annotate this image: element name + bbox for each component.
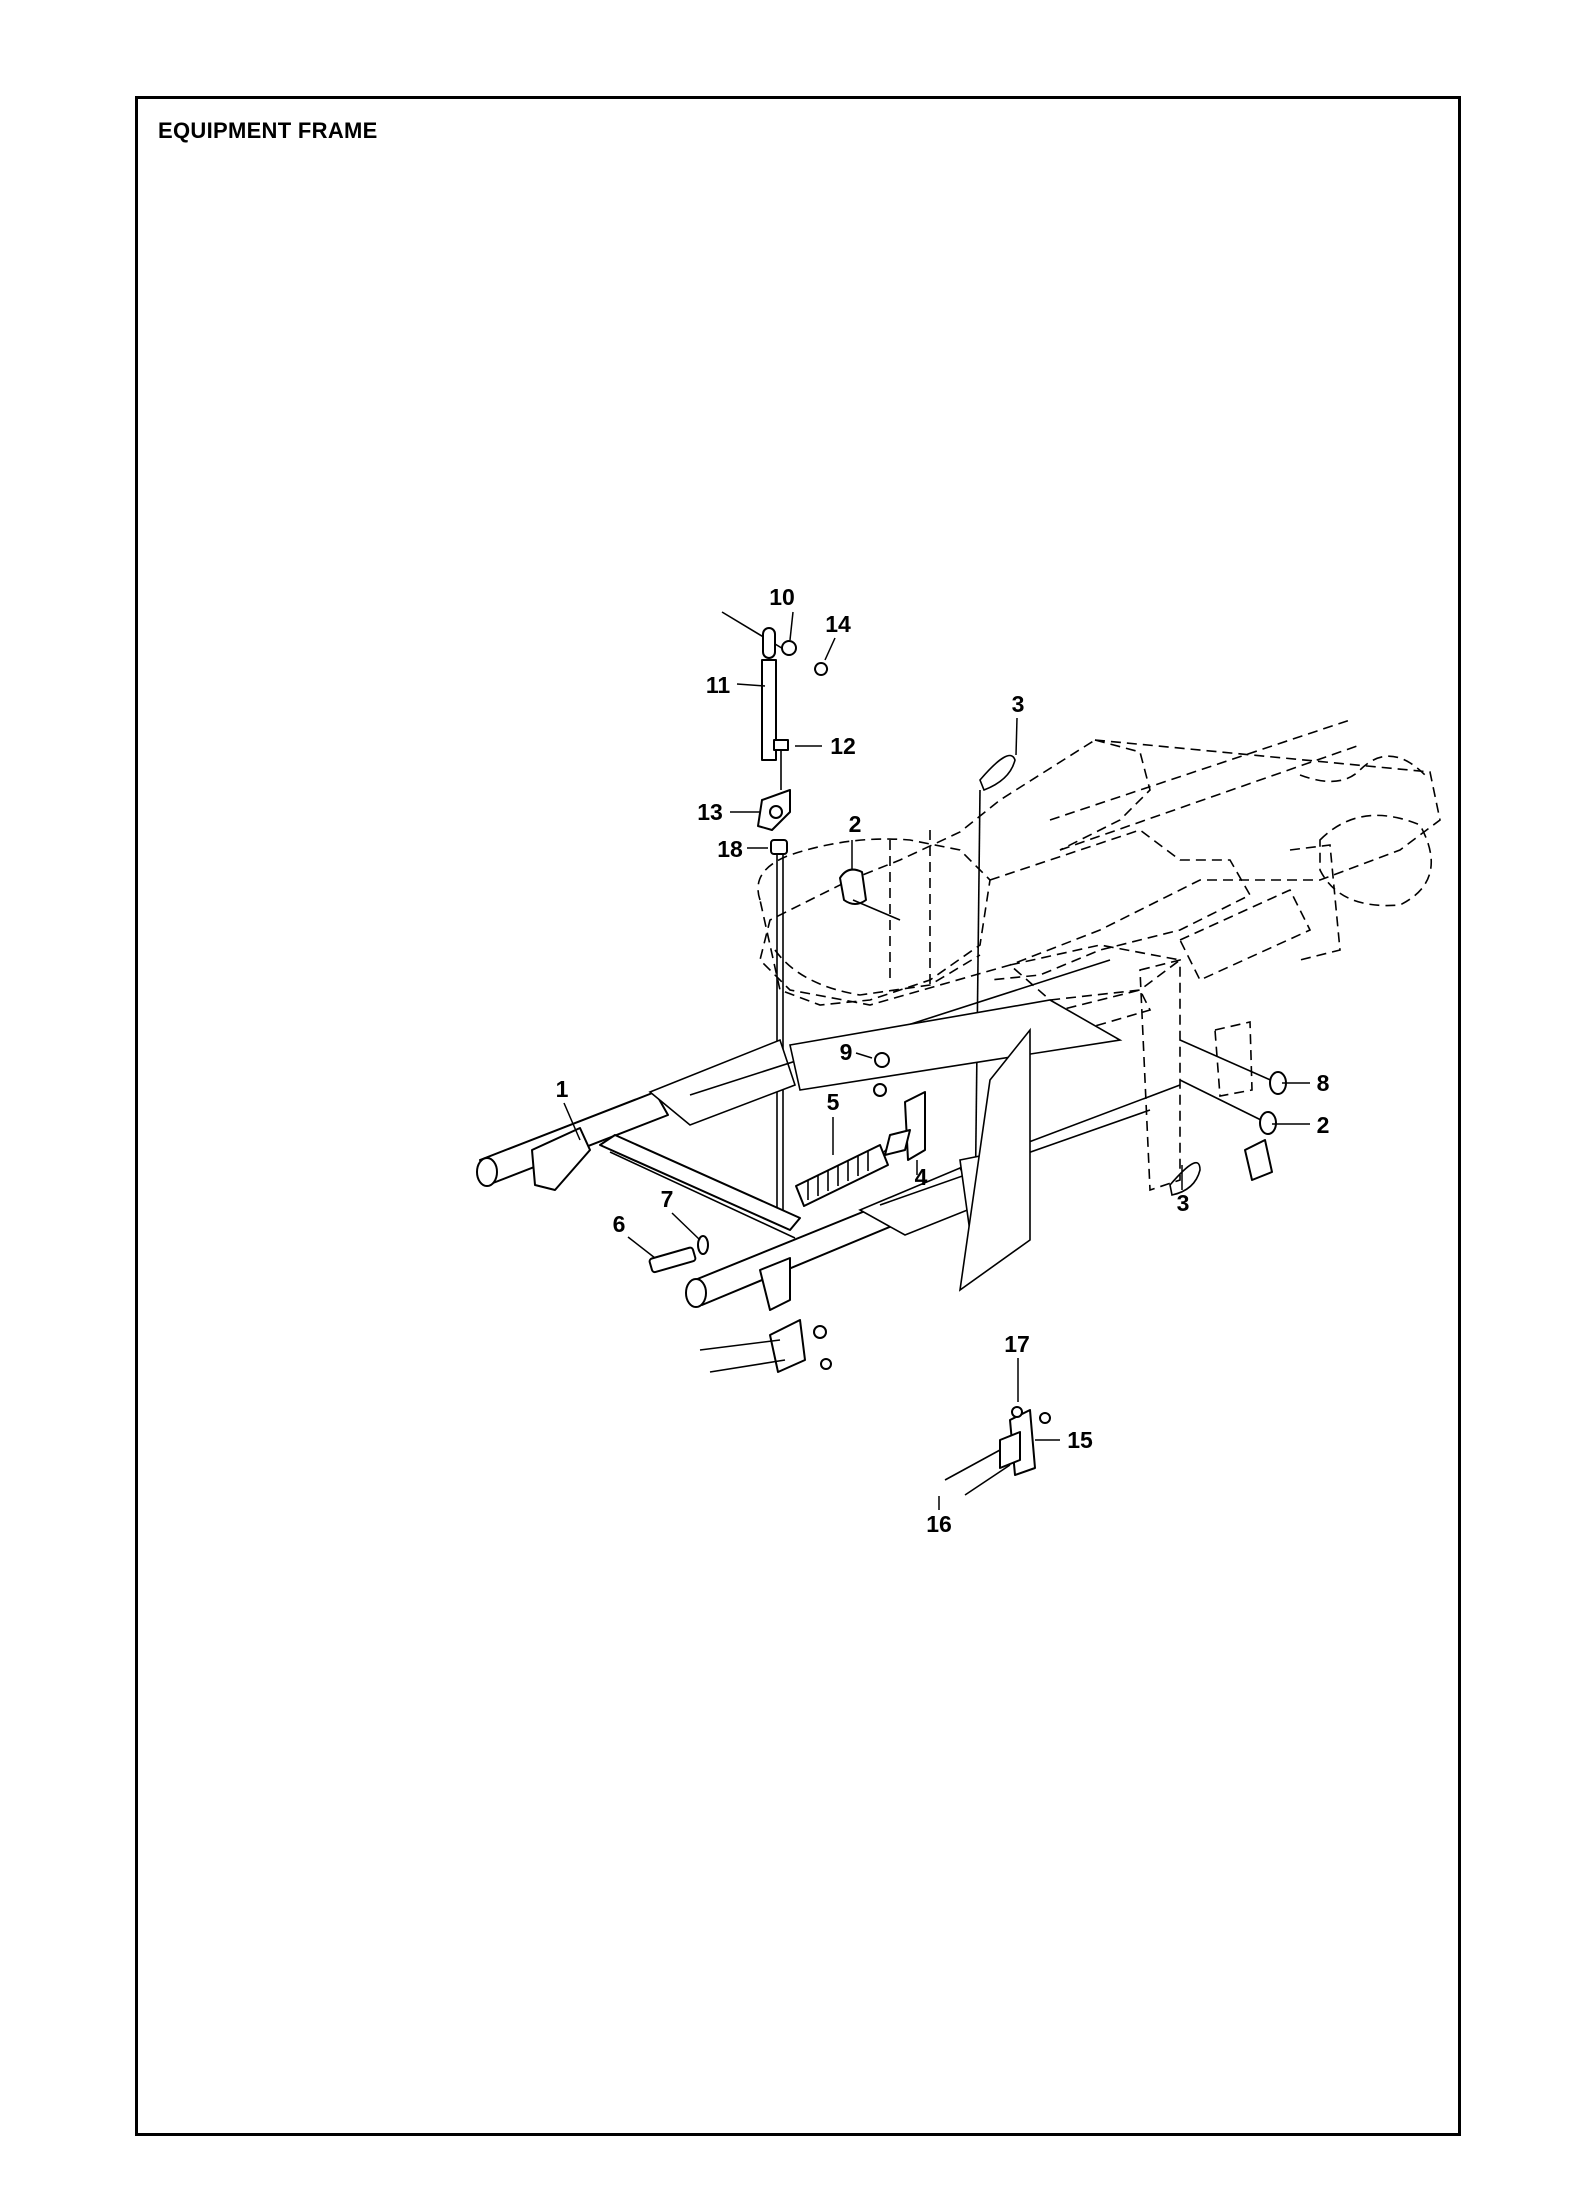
callout-4: 4 [915,1164,928,1190]
part-4-bracket [884,1091,926,1161]
part-2-bushing-lower [1179,1079,1277,1181]
callout-15: 15 [1067,1427,1093,1453]
part-3-hairpin-lower [1169,1161,1201,1196]
callout-8: 8 [1317,1070,1330,1096]
part-17-nut [1011,1406,1051,1424]
part-7-washer [697,1235,709,1255]
part-10-clevis-pin [762,627,797,659]
callout-2-lower: 2 [1317,1112,1330,1138]
callout-1: 1 [556,1076,569,1102]
callout-2-upper: 2 [849,811,862,837]
part-8-pin [1179,1039,1287,1095]
callout-3-upper: 3 [1012,691,1025,717]
part-18-nut [770,839,788,855]
part-6-bolt [648,1246,697,1274]
callout-10: 10 [769,584,795,610]
callout-5: 5 [827,1089,840,1115]
callout-16: 16 [926,1511,952,1537]
callout-13: 13 [697,799,723,825]
callout-6: 6 [613,1211,626,1237]
callout-7: 7 [661,1186,674,1212]
callout-12: 12 [830,733,856,759]
part-2-bushing-upper [839,868,901,921]
page-title: EQUIPMENT FRAME [158,118,378,143]
callout-9: 9 [840,1039,853,1065]
chassis-outline-dashed [757,719,1441,1192]
callout-14: 14 [825,611,851,637]
part-15-bracket [999,1409,1036,1476]
part-14-clip [814,662,829,676]
callout-17: 17 [1004,1331,1030,1357]
part-16-screw [944,1449,1011,1496]
part-1-equipment-frame [476,959,1181,1373]
callout-11: 11 [706,672,731,698]
callout-3-lower: 3 [1177,1190,1190,1216]
leader-lines [563,611,1310,1510]
callout-18: 18 [717,836,743,862]
part-9-nut [873,1052,890,1097]
part-12-bolt [773,739,789,790]
part-13-bracket [757,789,791,831]
part-11-rod [761,659,777,761]
callout-labels: 10 14 11 3 12 13 2 18 9 8 1 5 4 2 3 7 6 … [556,584,1330,1537]
page-border [135,96,1461,2136]
part-3-hairpin-upper [974,754,1016,1221]
